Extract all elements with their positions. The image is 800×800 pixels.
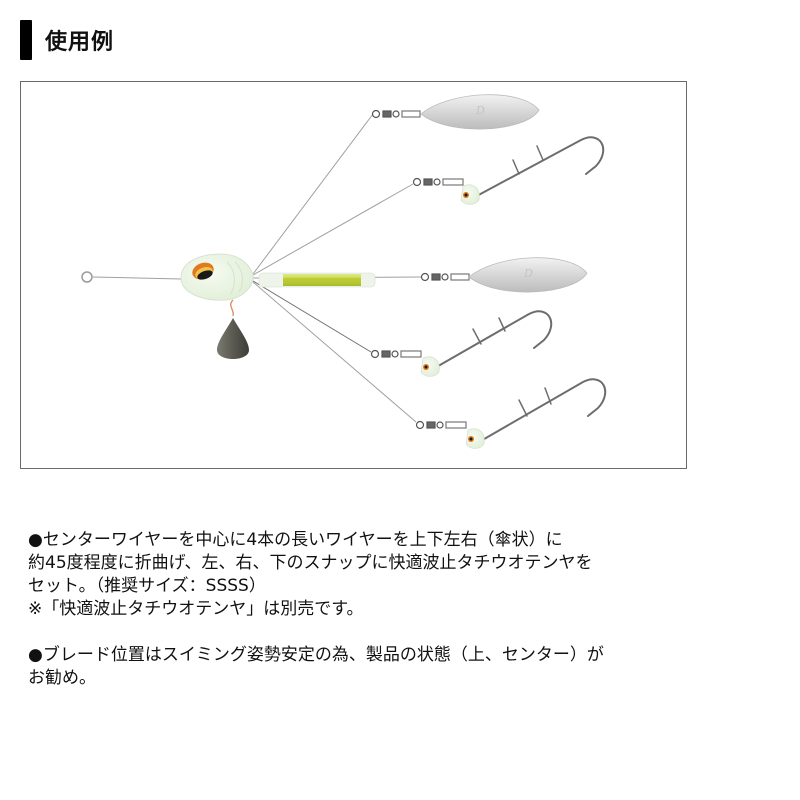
tenya-heads xyxy=(420,184,485,449)
text-line: セット。（推奨サイズ：SSSS） xyxy=(28,576,266,596)
header-accent-bar xyxy=(20,20,32,60)
text-line: ●ブレード位置はスイミング姿勢安定の為、製品の状態（上、センター）が xyxy=(28,645,604,665)
line-tie-eye xyxy=(81,271,93,283)
wires xyxy=(92,113,422,423)
swivels xyxy=(370,109,470,430)
glow-jig-head xyxy=(180,253,254,301)
text-line: お勧め。 xyxy=(28,668,96,688)
blade-position-note: ●ブレード位置はスイミング姿勢安定の為、製品の状態（上、センター）が お勧め。 xyxy=(28,644,788,690)
setup-instructions: ●センターワイヤーを中心に4本の長いワイヤーを上下左右（傘状）に 約45度程度に… xyxy=(28,529,788,621)
sinker-weight xyxy=(217,299,249,359)
note-line: ※「快適波止タチウオテンヤ」は別売です。 xyxy=(28,599,364,619)
tenya-hooks xyxy=(432,136,607,443)
section-title: 使用例 xyxy=(45,30,115,55)
text-line: 約45度程度に折曲げ、左、右、下のスナップに快適波止タチウオテンヤを xyxy=(28,553,593,573)
usage-description: ●センターワイヤーを中心に4本の長いワイヤーを上下左右（傘状）に 約45度程度に… xyxy=(28,529,788,690)
svg-text:D: D xyxy=(523,267,533,280)
umbrella-rig-illustration: D D xyxy=(81,94,607,449)
blade-top xyxy=(420,94,540,130)
usage-example-figure: D D xyxy=(20,81,687,469)
text-line: ●センターワイヤーを中心に4本の長いワイヤーを上下左右（傘状）に xyxy=(28,530,563,550)
section-header: 使用例 xyxy=(20,20,114,60)
glow-tube xyxy=(258,272,376,288)
svg-text:D: D xyxy=(475,104,485,117)
willow-blades: D D xyxy=(420,94,588,293)
blade-center xyxy=(468,257,588,293)
